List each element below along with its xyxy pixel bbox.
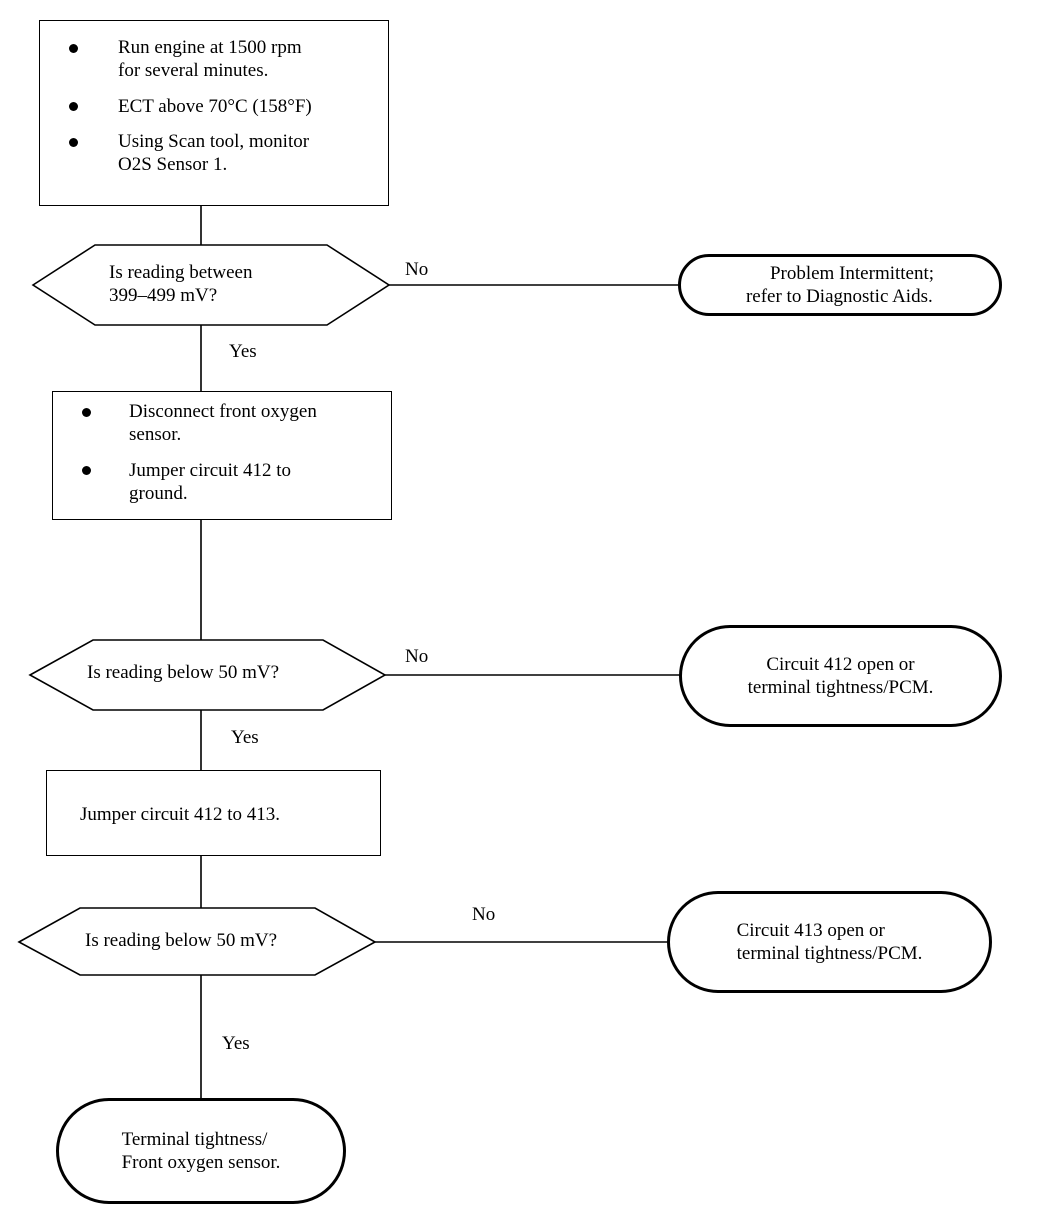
bullet-dot-icon — [82, 466, 91, 475]
result3-line1: Circuit 413 open or — [736, 920, 885, 941]
step2-bullet1: Disconnect front oxygen sensor. — [129, 400, 317, 446]
result2-line2: terminal tightness/PCM. — [747, 677, 934, 698]
result4-terminal: Terminal tightness/ Front oxygen sensor. — [56, 1098, 346, 1204]
result3-terminal: Circuit 413 open or terminal tightness/P… — [667, 891, 992, 993]
decision1-text: Is reading between 399–499 mV? — [109, 261, 253, 307]
result4-line1: Terminal tightness/ — [121, 1129, 268, 1150]
decision3-line1: Is reading below 50 mV? — [85, 930, 278, 951]
result3-line2: terminal tightness/PCM. — [736, 943, 923, 964]
result4-line2: Front oxygen sensor. — [121, 1152, 281, 1173]
decision1-shape — [31, 244, 391, 326]
step2-box: Disconnect front oxygen sensor. Jumper c… — [52, 391, 392, 520]
step1-bullet2-line1: ECT above 70°C (158°F) — [118, 96, 312, 117]
decision2-line1: Is reading below 50 mV? — [87, 662, 280, 683]
step1-bullet2: ECT above 70°C (158°F) — [118, 95, 312, 118]
decision1-no-label: No — [405, 259, 429, 280]
step1-bullet1-line2: for several minutes. — [118, 60, 269, 81]
step2-bullet1-line2: sensor. — [129, 424, 182, 445]
step3-box: Jumper circuit 412 to 413. — [46, 770, 381, 856]
step1-bullet3-line2: O2S Sensor 1. — [118, 154, 228, 175]
step1-bullet1-line1: Run engine at 1500 rpm — [118, 37, 302, 58]
decision2-no-label: No — [405, 646, 429, 667]
step2-bullet2-line1: Jumper circuit 412 to — [129, 460, 291, 481]
result1-terminal: Problem Intermittent; refer to Diagnosti… — [678, 254, 1002, 316]
step1-bullet3: Using Scan tool, monitor O2S Sensor 1. — [118, 130, 309, 176]
decision2-yes-label: Yes — [231, 727, 259, 748]
step3-text: Jumper circuit 412 to 413. — [80, 804, 280, 825]
step2-bullet2-line2: ground. — [129, 483, 188, 504]
decision3-no-label: No — [472, 904, 496, 925]
step1-bullet1: Run engine at 1500 rpm for several minut… — [118, 36, 302, 82]
decision1-line1: Is reading between — [109, 262, 253, 283]
decision3-text: Is reading below 50 mV? — [85, 929, 277, 952]
step2-bullet2: Jumper circuit 412 to ground. — [129, 459, 291, 505]
step1-box: Run engine at 1500 rpm for several minut… — [39, 20, 389, 206]
result1-line1: Problem Intermittent; — [769, 263, 935, 284]
bullet-dot-icon — [69, 44, 78, 53]
decision2-shape — [28, 639, 387, 711]
bullet-dot-icon — [82, 408, 91, 417]
step2-bullet1-line1: Disconnect front oxygen — [129, 401, 317, 422]
result2-terminal: Circuit 412 open or terminal tightness/P… — [679, 625, 1002, 727]
decision3-yes-label: Yes — [222, 1033, 250, 1054]
bullet-dot-icon — [69, 138, 78, 147]
decision2-text: Is reading below 50 mV? — [87, 661, 279, 684]
result1-line2: refer to Diagnostic Aids. — [745, 286, 933, 307]
decision1-line2: 399–499 mV? — [109, 285, 218, 306]
decision1-yes-label: Yes — [229, 341, 257, 362]
bullet-dot-icon — [69, 102, 78, 111]
step1-bullet3-line1: Using Scan tool, monitor — [118, 131, 310, 152]
decision3-shape — [17, 907, 377, 976]
result2-line1: Circuit 412 open or — [766, 654, 915, 675]
